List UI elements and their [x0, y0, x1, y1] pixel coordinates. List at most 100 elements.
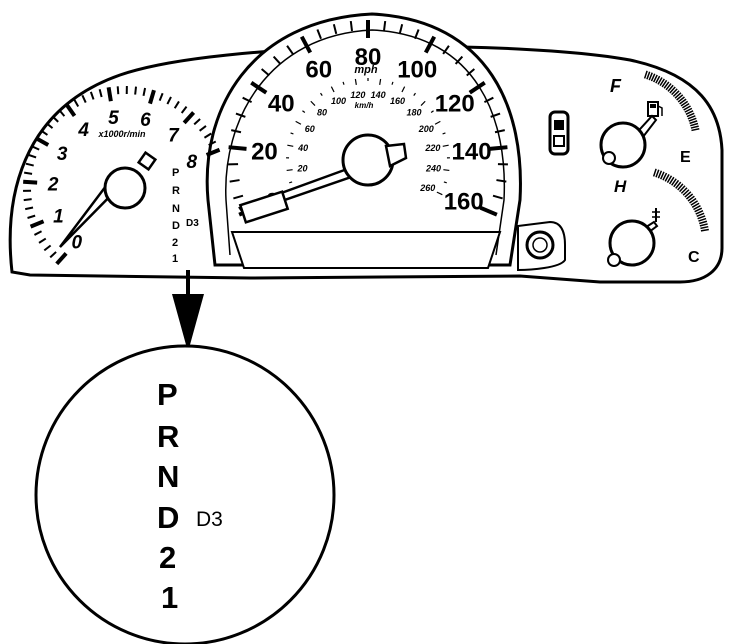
tach-tick: [158, 92, 164, 102]
gauge-tick: [648, 72, 653, 81]
tach-tick: [25, 162, 34, 167]
kmh-tick: [310, 100, 316, 106]
kmh-label: 240: [425, 163, 441, 173]
small-gear-indicator: P R N D D3 2 1: [172, 167, 199, 265]
gauge-tick: [700, 228, 709, 232]
gauge-tick: [672, 90, 680, 97]
kmh-tick: [436, 191, 443, 196]
gauge-tick: [663, 81, 670, 89]
kmh-tick: [320, 92, 323, 96]
kmh-label: 180: [407, 108, 422, 118]
tach-tick: [55, 252, 68, 266]
gauge-tick: [676, 94, 684, 101]
kmh-tick: [342, 81, 345, 85]
gauge-tick: [667, 84, 674, 92]
tach-tick: [203, 132, 212, 139]
gauge-tick: [643, 70, 648, 79]
speedometer-needle: [238, 133, 408, 224]
gauge-tick: [669, 86, 676, 94]
tach-label: 2: [47, 175, 59, 196]
kmh-tick: [286, 169, 293, 172]
gauge-tick: [646, 71, 651, 80]
gauge-tick: [674, 92, 682, 99]
tach-tick: [73, 99, 80, 107]
kmh-ticks: [286, 78, 450, 196]
tach-tick: [43, 244, 52, 252]
small-gear-r: R: [172, 185, 180, 197]
kmh-tick: [434, 120, 441, 125]
tach-tick: [40, 129, 49, 136]
mph-tick: [382, 20, 387, 32]
mph-ticks: [228, 20, 508, 217]
tach-tick: [182, 111, 196, 125]
gauge-tick: [664, 173, 670, 182]
tach-tick: [51, 115, 59, 123]
gauge-tick: [685, 110, 694, 115]
tach-tick: [64, 103, 77, 118]
tach-tick: [205, 147, 221, 157]
mph-tick: [272, 55, 282, 65]
kmh-unit: km/h: [355, 101, 374, 110]
trip-reset-knob[interactable]: [525, 230, 555, 260]
tach-label: 5: [108, 108, 119, 129]
tach-tick: [58, 109, 66, 117]
gauge-tick: [650, 73, 656, 82]
mph-tick: [260, 68, 270, 77]
gauge-tick: [652, 168, 657, 177]
gauge-tick: [657, 170, 663, 179]
kmh-label: 80: [317, 108, 327, 118]
tach-tick: [142, 87, 147, 97]
tach-tick: [89, 91, 95, 100]
gauge-tick: [684, 191, 692, 198]
mph-label: 80: [355, 44, 382, 71]
small-gear-1: 1: [172, 253, 178, 265]
temp-hot-label: H: [614, 177, 627, 196]
tach-label: 8: [186, 152, 197, 173]
gauge-tick: [697, 215, 706, 220]
gauge-tick: [665, 83, 672, 91]
kmh-tick: [379, 78, 382, 85]
mph-label: 40: [268, 91, 295, 118]
tach-tick: [29, 219, 45, 229]
kmh-tick: [290, 132, 294, 135]
kmh-tick: [295, 120, 302, 125]
tach-tick: [33, 230, 43, 236]
gauge-tick: [689, 197, 697, 204]
mph-tick: [228, 145, 247, 151]
tachometer-unit: x1000r/min: [97, 129, 146, 139]
fuel-full-label: F: [610, 76, 622, 96]
gauge-tick: [681, 103, 690, 109]
tach-label: 4: [77, 120, 89, 141]
gauge-tick: [662, 172, 668, 181]
kmh-label: 60: [305, 124, 315, 134]
magnified-gear-p: P: [157, 377, 178, 412]
tach-tick: [166, 96, 172, 105]
gauge-tick: [691, 128, 700, 132]
gauge-tick: [690, 122, 699, 127]
tach-tick: [134, 86, 138, 95]
mph-label: 60: [305, 56, 332, 83]
callout-arrow: [172, 270, 204, 352]
mph-tick: [229, 179, 240, 183]
magnified-gear-n: N: [157, 459, 179, 494]
gauge-tick: [695, 210, 704, 215]
mph-tick: [489, 145, 508, 151]
gauge-tick: [680, 100, 689, 107]
mph-tick: [483, 96, 494, 104]
door-open-icon: [548, 110, 570, 156]
tach-tick: [199, 125, 207, 132]
tach-tick: [27, 214, 36, 219]
kmh-tick: [401, 86, 406, 93]
kmh-label: 200: [418, 124, 434, 134]
gauge-tick: [690, 125, 699, 129]
magnified-gear-d3: D3: [196, 508, 223, 531]
kmh-tick: [391, 81, 394, 85]
tach-label: 0: [72, 233, 83, 254]
fuel-gauge: F E: [599, 70, 700, 169]
kmh-label: 20: [297, 163, 308, 173]
gauge-tick: [687, 195, 695, 202]
tach-tick: [31, 145, 40, 151]
